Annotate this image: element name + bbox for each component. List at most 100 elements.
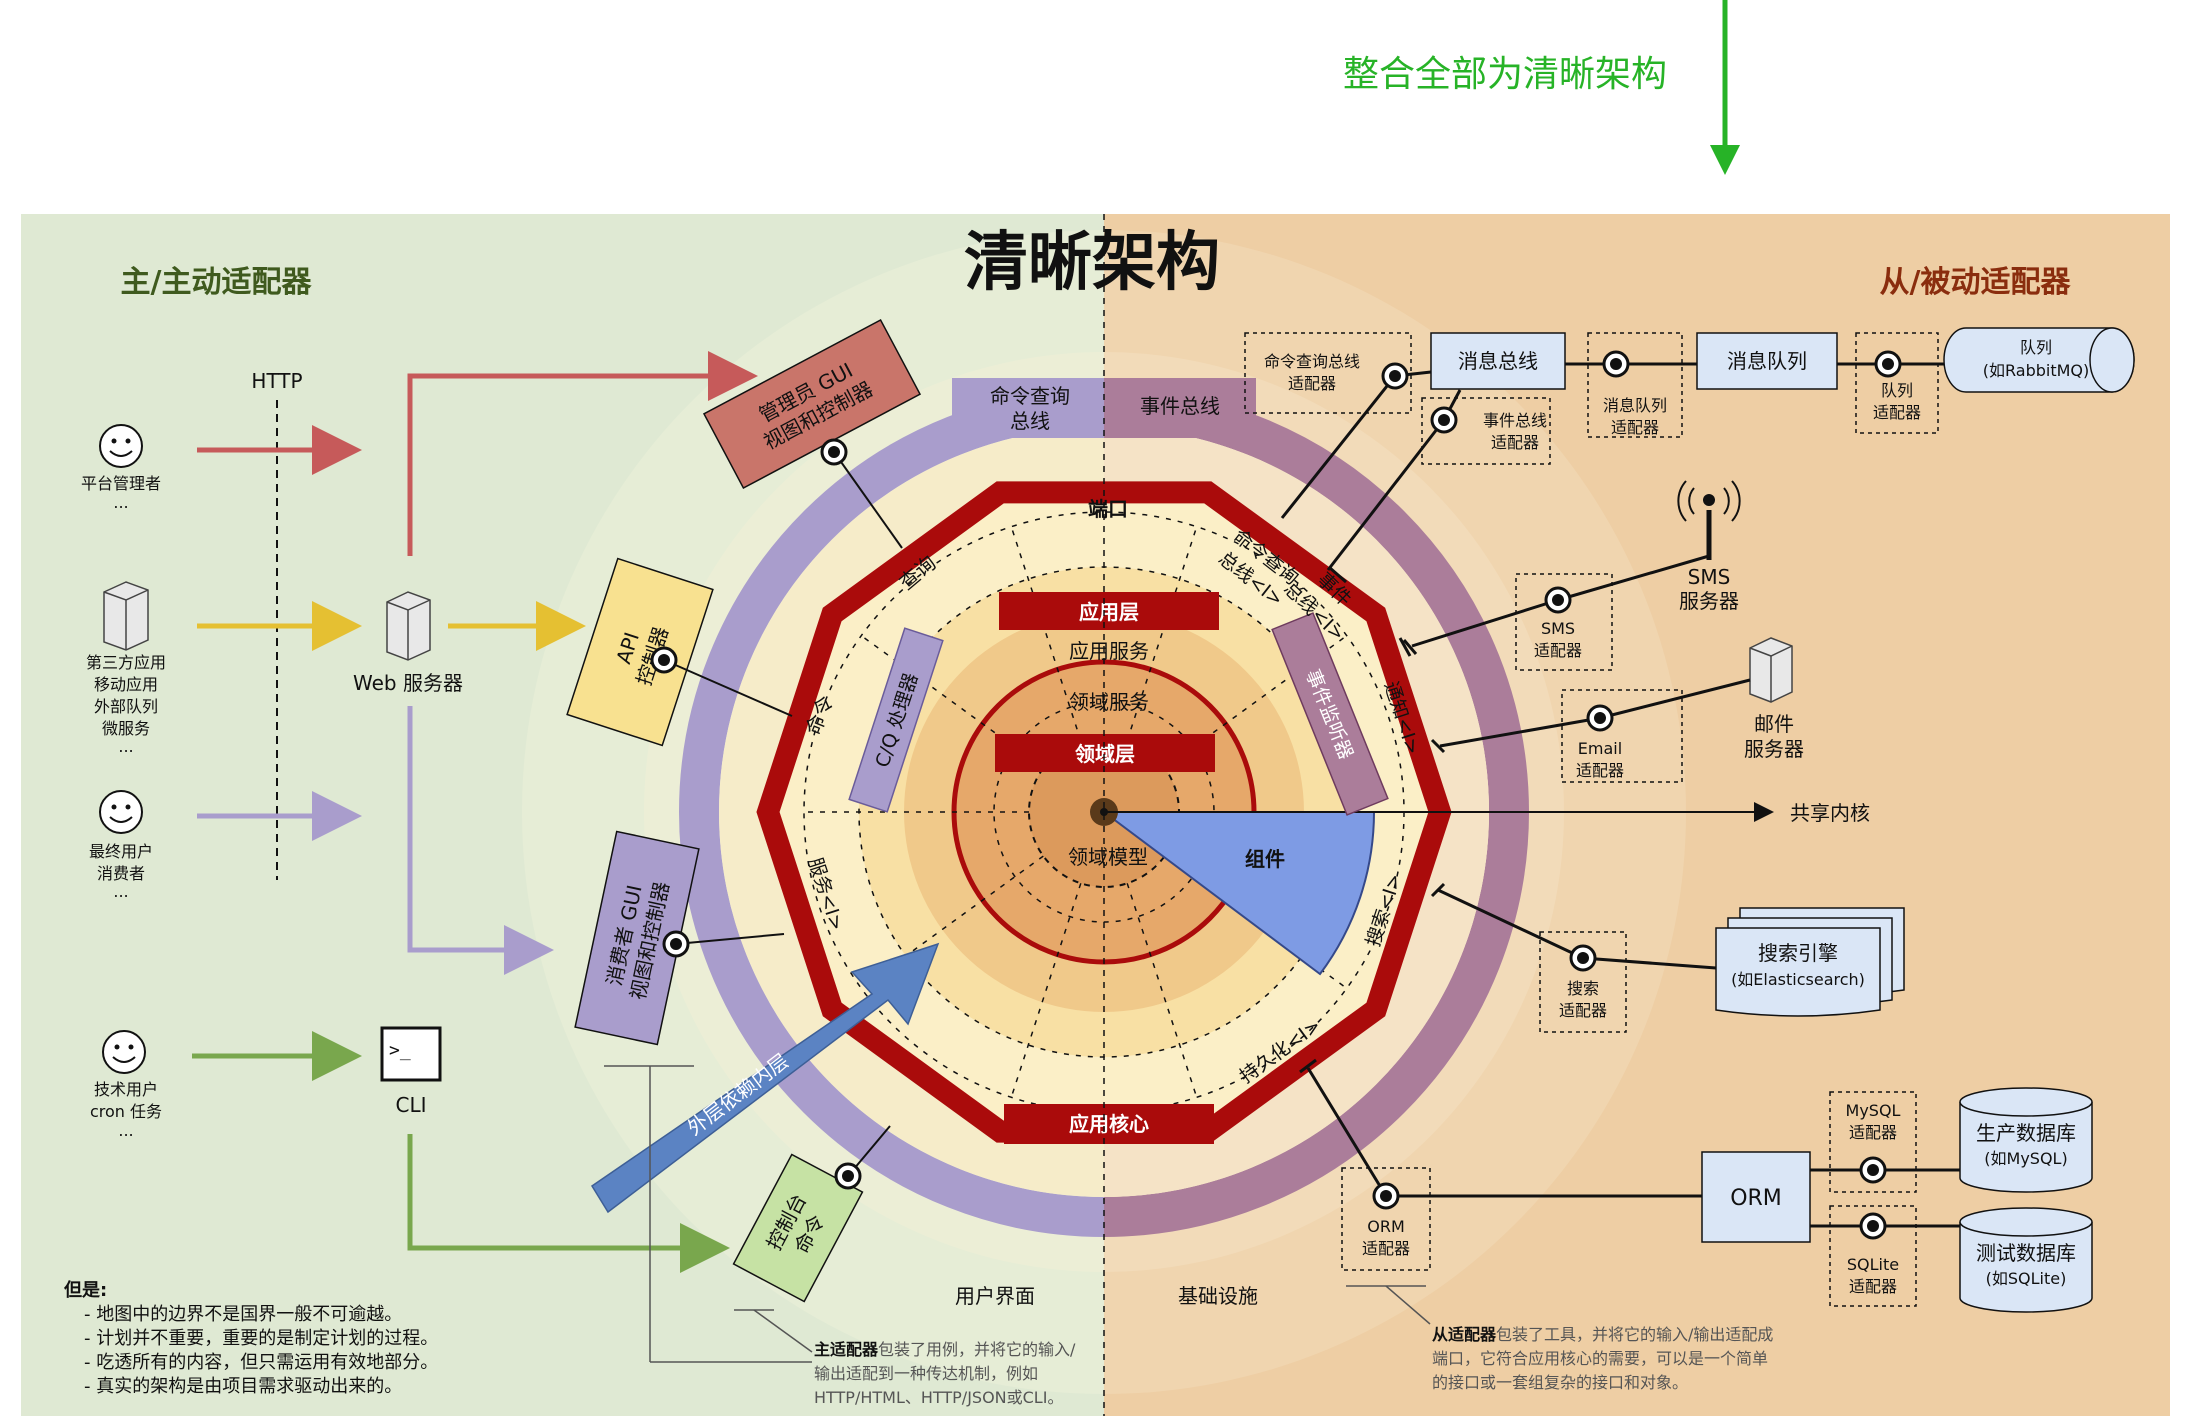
banner-arrow-head (1710, 145, 1740, 175)
dependency-arrow (590, 942, 940, 1214)
search-adapter-label-1: 搜索 (1567, 979, 1599, 998)
message-queue-box[interactable] (1696, 332, 1838, 390)
sms-adapter-box (1515, 573, 1613, 671)
sms-server-label-2: 服务器 (1679, 589, 1739, 613)
notes-item-3: - 吃透所有的内容，但只需运用有效地部分。 (84, 1352, 438, 1373)
queue-adapter-box (1855, 332, 1939, 434)
event-bus-adapter-label-2: 适配器 (1491, 433, 1539, 452)
cq-bus-label-1: 命令查询 (990, 384, 1070, 408)
email-adapter-label-1: Email (1578, 739, 1622, 758)
application-services-label: 应用服务 (1069, 639, 1149, 663)
prod-db-label-1: 生产数据库 (1976, 1121, 2076, 1145)
search-engine-box[interactable] (1715, 907, 1905, 1017)
right-heading: 从/被动适配器 (1880, 265, 2072, 300)
port-ticks (1299, 566, 1446, 1074)
event-bus-adapter-box (1421, 397, 1551, 465)
component-wedge (1101, 811, 1376, 976)
cq-bus-ring (679, 387, 1104, 1237)
domain-model-label: 领域模型 (1068, 845, 1148, 869)
component-label: 组件 (1245, 847, 1285, 871)
notes-heading: 但是: (63, 1279, 107, 1301)
orm-adapter-label-2: 适配器 (1362, 1239, 1410, 1258)
mysql-adapter-box (1829, 1091, 1917, 1193)
event-listener-box: 事件监听器 (1271, 612, 1389, 816)
shared-kernel-label: 共享内核 (1790, 801, 1870, 825)
queue-adapter-label-1: 队列 (1881, 381, 1913, 400)
cq-bus-tab (952, 378, 1104, 438)
mysql-adapter-label-2: 适配器 (1849, 1123, 1897, 1142)
ports-label: 端口 (1088, 497, 1128, 521)
primary-adapter-sockets (650, 438, 862, 1190)
secondary-connectors (1280, 362, 1960, 1228)
mail-server-icon (1749, 637, 1793, 703)
end-user-label-2: 消费者 (97, 864, 145, 883)
application-layer-label: 应用层 (1079, 600, 1139, 624)
cq-bus-adapter-label-2: 适配器 (1288, 374, 1336, 393)
sms-adapter-label-2: 适配器 (1534, 641, 1582, 660)
test-db-label-1: 测试数据库 (1976, 1241, 2076, 1265)
secondary-note-bracket (1346, 1285, 1431, 1325)
banner-text: 整合全部为清晰架构 (1343, 54, 1667, 95)
sqlite-adapter-box (1829, 1205, 1917, 1307)
cq-bus-adapter-label-1: 命令查询总线 (1264, 352, 1360, 371)
component-divider-line (1010, 883, 1082, 1098)
http-label: HTTP (251, 369, 302, 393)
queue-cylinder[interactable] (1943, 327, 2135, 393)
third-party-label-1: 第三方应用 (86, 653, 166, 672)
console-adapter: 控制台 命令 (732, 1153, 864, 1303)
third-party-label-3: 外部队列 (94, 697, 158, 716)
left-heading: 主/主动适配器 (121, 265, 313, 300)
svg-text:>_: >_ (389, 1040, 411, 1061)
third-party-label-5: ... (118, 737, 133, 756)
test-db-cylinder[interactable] (1959, 1207, 2093, 1313)
sms-server-label-1: SMS (1688, 565, 1731, 589)
web-server-label: Web 服务器 (353, 671, 463, 695)
primary-note-line-1: 主适配器包装了用例，并将它的输入/ (814, 1340, 1076, 1359)
sqlite-adapter-label-1: SQLite (1847, 1255, 1899, 1274)
app-core-label: 应用核心 (1069, 1112, 1149, 1136)
mail-server-label-2: 服务器 (1744, 737, 1804, 761)
cq-bus-adapter-box (1244, 332, 1412, 414)
primary-note-line-3: HTTP/HTML、HTTP/JSON或CLI。 (814, 1388, 1063, 1407)
domain-layer-bar (995, 734, 1215, 772)
search-adapter-label-2: 适配器 (1559, 1001, 1607, 1020)
admin-label-2: ... (113, 493, 128, 512)
message-queue-label: 消息队列 (1727, 349, 1807, 373)
cq-bus-label-2: 总线 (1010, 409, 1050, 433)
admin-actor-icon (99, 424, 143, 468)
antenna-icon (1677, 480, 1741, 560)
sqlite-adapter-label-2: 适配器 (1849, 1277, 1897, 1296)
queue-label-2: (如RabbitMQ) (1983, 361, 2090, 380)
component-divider-line (1126, 883, 1198, 1098)
end-user-icon (99, 790, 143, 834)
consumer-gui-adapter: 消费者 GUI 视图和控制器 (574, 830, 700, 1046)
msg-queue-adapter-label-1: 消息队列 (1603, 396, 1667, 415)
email-adapter-box (1561, 689, 1683, 783)
app-core-bar (1004, 1104, 1214, 1144)
search-engine-label-2: (如Elasticsearch) (1731, 970, 1865, 989)
msg-queue-adapter-label-2: 适配器 (1611, 418, 1659, 437)
notes-item-4: - 真实的架构是由项目需求驱动出来的。 (84, 1376, 402, 1397)
search-adapter-box (1539, 931, 1627, 1033)
prod-db-cylinder[interactable] (1959, 1087, 2093, 1193)
orm-box[interactable] (1701, 1151, 1811, 1243)
domain-services-label: 领域服务 (1069, 690, 1149, 714)
message-bus-label: 消息总线 (1458, 349, 1538, 373)
notes-item-2: - 计划并不重要，重要的是制定计划的过程。 (84, 1328, 438, 1349)
secondary-note-text-1: 包装了工具，并将它的输入/输出适配成 (1496, 1325, 1773, 1344)
cli-terminal-icon: >_ (380, 1026, 442, 1082)
queue-label-1: 队列 (2020, 338, 2052, 357)
mail-server-label-1: 邮件 (1754, 712, 1794, 736)
event-bus-adapter-label-1: 事件总线 (1483, 411, 1547, 430)
tech-user-label-3: ... (118, 1121, 133, 1140)
infra-label: 基础设施 (1178, 1284, 1258, 1308)
msg-queue-adapter-box (1587, 332, 1683, 438)
secondary-note-line-1: 从适配器包装了工具，并将它的输入/输出适配成 (1432, 1325, 1773, 1344)
primary-note-bold: 主适配器 (814, 1340, 879, 1359)
third-party-label-4: 微服务 (102, 719, 150, 738)
orm-adapter-label-1: ORM (1367, 1217, 1405, 1236)
secondary-note-line-2: 端口，它符合应用核心的需要，可以是一个简单 (1432, 1349, 1768, 1368)
primary-note-text-1: 包装了用例，并将它的输入/ (878, 1340, 1076, 1359)
end-user-label-1: 最终用户 (89, 842, 153, 861)
message-bus-box[interactable] (1430, 332, 1566, 390)
